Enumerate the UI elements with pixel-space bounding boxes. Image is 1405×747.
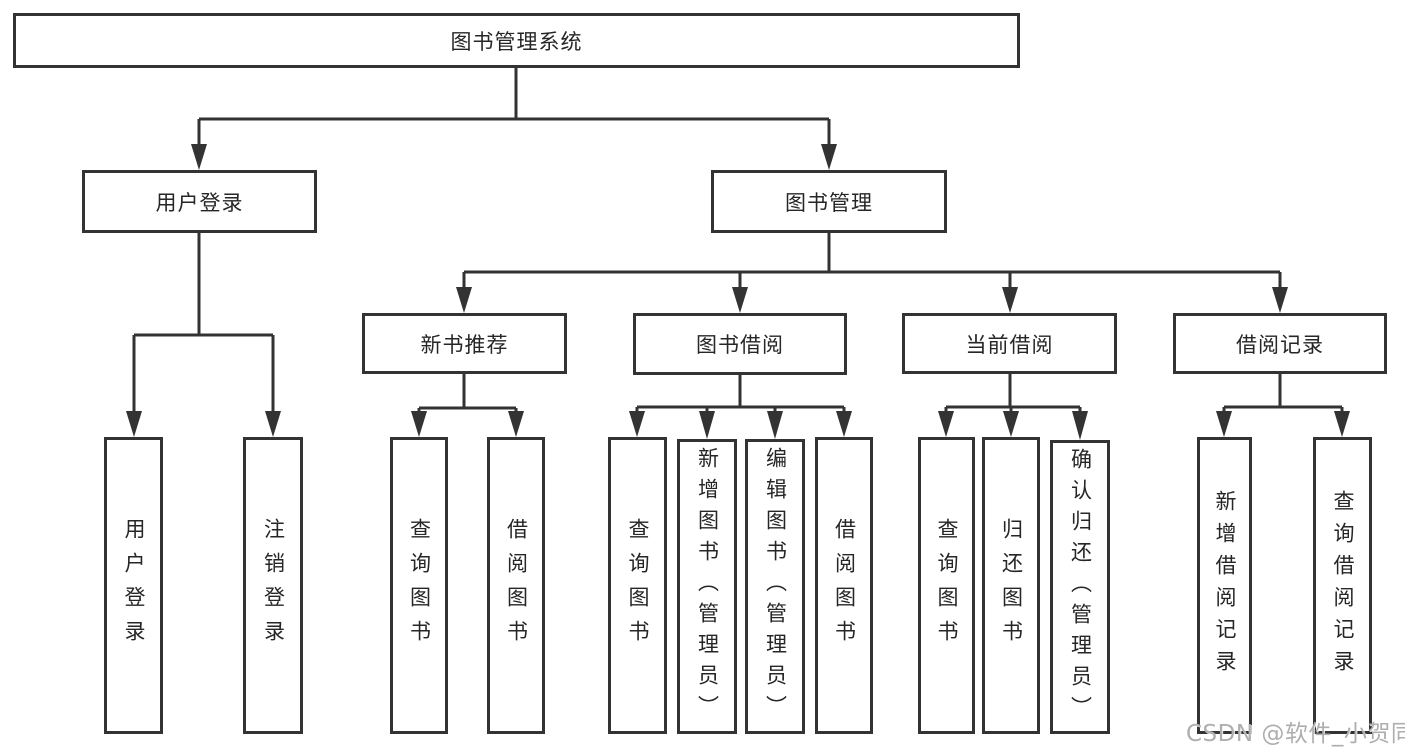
leaf-add-borrow-record: 新增借阅记录: [1197, 437, 1252, 734]
leaf-query-borrow-record: 查询借阅记录: [1313, 437, 1372, 734]
node-borrowing-records: 借阅记录: [1173, 313, 1387, 374]
leaf-query-books-recommend: 查询图书: [390, 437, 448, 734]
node-book-borrowing: 图书借阅: [633, 313, 847, 375]
csdn-watermark: CSDN @软件_小贺同学: [1186, 721, 1405, 747]
node-current-borrowing: 当前借阅: [902, 313, 1117, 374]
arrowheads: [126, 144, 1350, 440]
leaf-logout: 注销登录: [243, 437, 303, 734]
leaf-borrow-books-recommend: 借阅图书: [487, 437, 545, 734]
leaf-query-books-current: 查询图书: [918, 437, 975, 734]
leaf-query-books-borrowing: 查询图书: [608, 437, 667, 734]
leaf-user-login: 用户登录: [104, 437, 163, 734]
leaf-return-books: 归还图书: [982, 437, 1040, 734]
node-new-book-recommend: 新书推荐: [362, 313, 567, 374]
leaf-borrow-books: 借阅图书: [815, 437, 873, 734]
leaf-add-books-admin: 新增图书（管理员）: [677, 439, 737, 734]
node-root: 图书管理系统: [13, 13, 1020, 68]
node-book-management: 图书管理: [711, 170, 947, 233]
leaf-confirm-return-admin: 确认归还（管理员）: [1050, 440, 1110, 734]
leaf-edit-books-admin: 编辑图书（管理员）: [745, 439, 805, 734]
node-user-login: 用户登录: [82, 170, 317, 233]
tree-edges: [132, 68, 1344, 414]
